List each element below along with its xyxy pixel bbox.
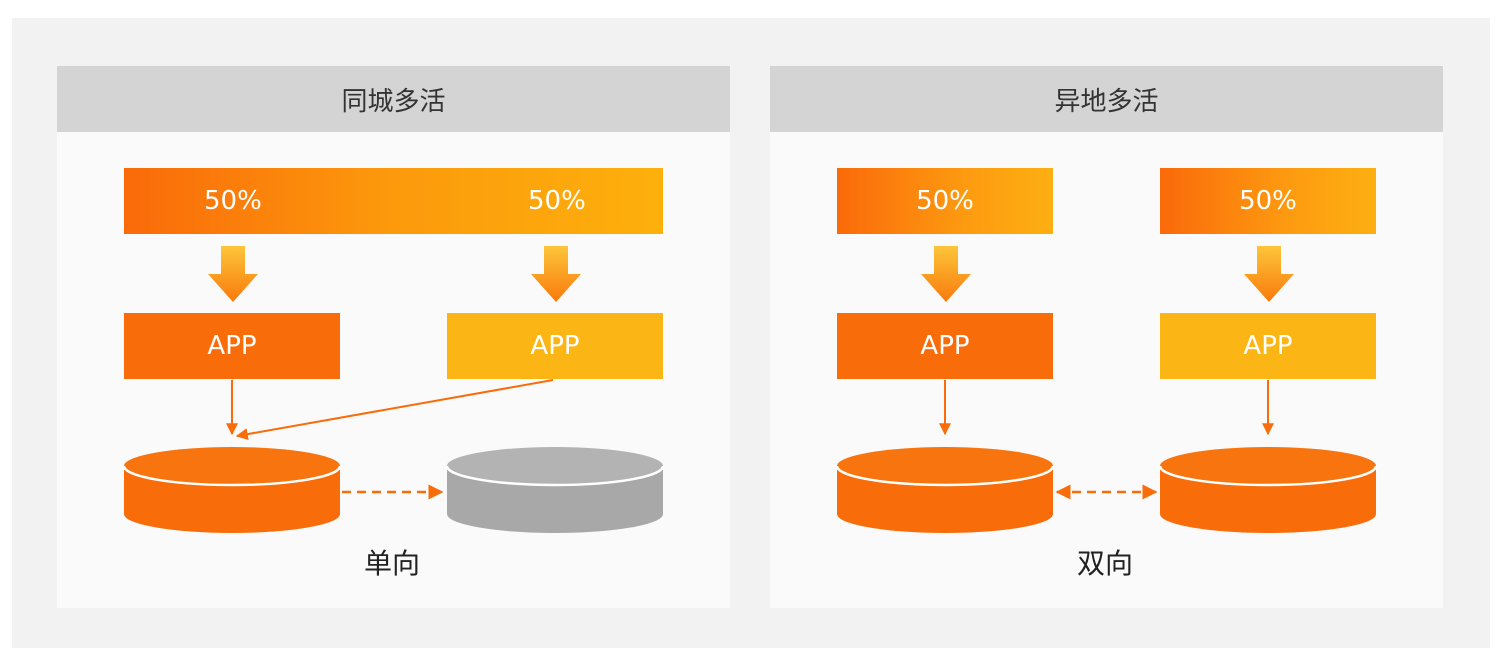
sync-caption: 双向: [1077, 547, 1134, 580]
app-to-db-cross-arrow: [235, 379, 554, 441]
down-arrow-icon: [531, 246, 581, 302]
database-primary-icon: [1158, 447, 1378, 533]
app-box-left: APP: [837, 313, 1053, 379]
app-box-left: APP: [124, 313, 340, 379]
database-standby-icon: [445, 447, 665, 533]
sync-caption: 单向: [364, 547, 421, 580]
traffic-box-left: 50%: [837, 168, 1053, 234]
panel-title: 同城多活: [57, 66, 730, 132]
down-arrow-icon: [208, 246, 258, 302]
database-primary-icon: [122, 447, 342, 533]
panel-same-city: 同城多活 50% 50% APP APP 主 备 单向: [57, 66, 730, 608]
traffic-box-right: 50%: [1160, 168, 1376, 234]
database-primary-icon: [835, 447, 1055, 533]
down-arrow-icon: [921, 246, 971, 302]
traffic-left-percent: 50%: [204, 186, 262, 216]
panel-title: 异地多活: [770, 66, 1443, 132]
app-box-right: APP: [447, 313, 663, 379]
app-box-right: APP: [1160, 313, 1376, 379]
down-arrow-icon: [1244, 246, 1294, 302]
traffic-bar: 50% 50%: [124, 168, 663, 234]
traffic-right-percent: 50%: [528, 186, 586, 216]
